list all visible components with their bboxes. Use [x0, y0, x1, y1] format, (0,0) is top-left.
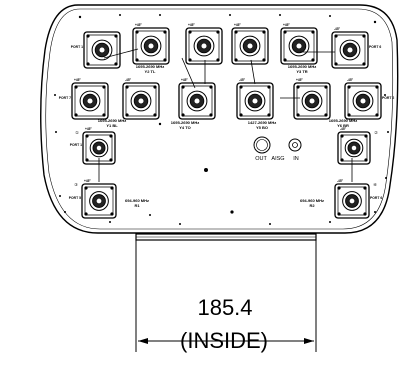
port-connector	[82, 131, 116, 165]
port-number-marker: ②	[374, 130, 378, 135]
port-connector	[81, 183, 117, 219]
port-label: PORT 1	[70, 143, 82, 147]
band-array-label: Y4 TO	[179, 125, 191, 130]
band-frequency-label: 1695-2690 MHz	[98, 118, 126, 123]
port-number-marker: ④	[373, 182, 377, 187]
port-polarization-label: -45°	[337, 179, 344, 183]
band-array-label: Y2 TL	[145, 69, 156, 74]
port-polarization-label: +45°	[74, 78, 81, 82]
port-polarization-label: +45°	[234, 23, 241, 27]
mounting-holes	[54, 14, 389, 225]
band-array-label: Y1 BL	[106, 123, 118, 128]
port-connector	[132, 27, 170, 65]
dimension-value: 185.4	[197, 295, 252, 320]
port-label: PORT 7	[59, 96, 71, 100]
port-connector	[122, 82, 160, 120]
radome-outline	[40, 4, 399, 234]
band-frequency-label: 694-960 MHz	[300, 198, 324, 203]
port-polarization-label: +45°	[181, 78, 188, 82]
band-frequency-label: 1427-2690 MHz	[248, 120, 276, 125]
port-label: PORT 6	[370, 196, 382, 200]
port-label: PORT 5	[69, 196, 81, 200]
band-array-label: Y3 TR	[296, 69, 307, 74]
port-grid: PORT 1 +45° +45° +45° +45° -45° PORT 6 +45° PORT…	[59, 23, 394, 219]
port-polarization-label: -45°	[334, 27, 341, 31]
band-array-label: Y5 BO	[256, 125, 268, 130]
port-label: PORT 6	[369, 45, 381, 49]
band-array-label: R2	[309, 203, 315, 208]
port-polarization-label: +45°	[135, 23, 142, 27]
feed-lines	[98, 48, 353, 182]
dimension-annotation: 185.4 (INSIDE)	[135, 240, 317, 353]
in-label: IN	[293, 156, 299, 162]
port-polarization-label: -45°	[125, 78, 132, 82]
aisg-label: AISG	[271, 156, 284, 162]
port-connector	[178, 82, 216, 120]
band-frequency-label: 1695-2690 MHz	[136, 64, 164, 69]
port-connector	[83, 31, 121, 69]
port-polarization-label: -45°	[340, 127, 347, 131]
port-polarization-label: -45°	[239, 78, 246, 82]
band-frequency-label: 1695-2690 MHz	[171, 120, 199, 125]
band-frequency-label: 1695-2690 MHz	[329, 118, 357, 123]
out-label: OUT	[255, 156, 267, 162]
port-connector	[331, 31, 369, 69]
port-polarization-label: +45°	[85, 127, 92, 131]
port-connector	[337, 131, 371, 165]
mounting-bracket	[135, 233, 317, 241]
band-frequency-label: 694-960 MHz	[125, 198, 149, 203]
port-connector	[71, 82, 109, 120]
band-array-label: Y6 BR	[337, 123, 349, 128]
port-number-marker: ①	[75, 130, 79, 135]
port-connector	[231, 27, 269, 65]
port-polarization-label: +45°	[84, 179, 91, 183]
port-polarization-label: +45°	[283, 23, 290, 27]
port-label: PORT 2	[382, 96, 394, 100]
port-number-marker: ③	[74, 182, 78, 187]
port-polarization-label: +45°	[296, 78, 303, 82]
in-connector	[288, 138, 302, 152]
dimension-note: (INSIDE)	[180, 328, 268, 353]
band-array-label: R1	[134, 203, 140, 208]
port-label: PORT 1	[71, 45, 83, 49]
band-frequency-label: 1695-2690 MHz	[288, 64, 316, 69]
port-polarization-label: +45°	[188, 23, 195, 27]
port-connector	[280, 27, 318, 65]
port-connector	[293, 82, 331, 120]
radome-inner-outline	[45, 8, 394, 230]
port-connector	[344, 82, 382, 120]
port-connector	[236, 82, 274, 120]
port-polarization-label: -45°	[347, 78, 354, 82]
port-connector	[334, 183, 370, 219]
port-connector	[185, 27, 223, 65]
center-connectors: OUT AISG IN	[253, 136, 302, 162]
